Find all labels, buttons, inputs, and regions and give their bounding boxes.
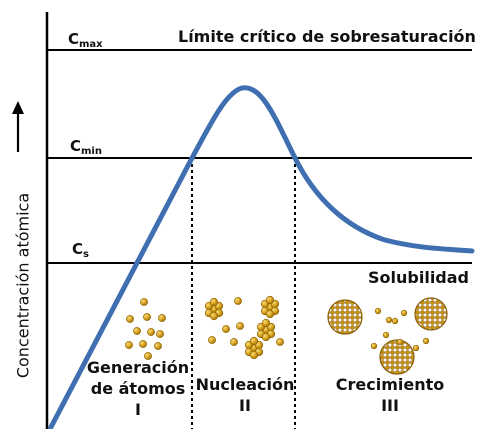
stage-1-label: Generación de átomos I <box>82 357 194 420</box>
atom-dot <box>400 309 408 317</box>
atom-dot <box>209 311 219 321</box>
stage-2-name: Nucleación <box>195 375 295 394</box>
atom-dot <box>422 337 430 345</box>
atom-dot <box>139 340 147 348</box>
stage-2-label: Nucleación II <box>192 374 298 416</box>
atom-dot <box>147 328 155 336</box>
atom-dot <box>382 331 390 339</box>
atom-dot <box>125 341 133 349</box>
atoms-nucleation <box>204 295 284 360</box>
atom-dot <box>385 316 393 324</box>
atom-dot <box>412 344 420 352</box>
concentration-curve <box>47 85 475 432</box>
atoms-growth <box>327 297 448 375</box>
stage-1-numeral: I <box>135 400 141 419</box>
atom-dot <box>249 336 259 346</box>
atom-dot <box>276 338 284 346</box>
atom-dot <box>261 332 271 342</box>
atom-dot <box>156 330 164 338</box>
solubility-label: Solubilidad <box>368 268 469 287</box>
atom-dot <box>374 307 382 315</box>
crystal-large <box>414 297 448 331</box>
atom-dot <box>236 322 244 330</box>
atom-dot <box>265 295 275 305</box>
stage-3-name: Crecimiento <box>335 375 445 394</box>
limit-label: Límite crítico de sobresaturación <box>178 27 476 46</box>
cs-label: Cs <box>72 240 89 260</box>
up-arrow-icon <box>12 101 24 152</box>
stage-1-name-line1: Generación <box>86 358 190 377</box>
atom-dot <box>370 342 378 350</box>
stage-2-numeral: II <box>239 396 251 415</box>
cmin-label: Cmin <box>70 137 102 157</box>
atom-dot <box>154 342 162 350</box>
atom-dot <box>230 338 238 346</box>
atom-dot <box>265 309 275 319</box>
crystal-large <box>379 339 415 375</box>
crystal-large <box>327 299 363 335</box>
stage-3-numeral: III <box>381 396 399 415</box>
cmax-label: Cmax <box>68 30 103 50</box>
atom-dot <box>126 315 134 323</box>
atom-dot <box>396 338 404 346</box>
atom-dot <box>143 313 151 321</box>
atom-dot <box>234 297 242 305</box>
atom-dot <box>261 318 271 328</box>
atom-dot <box>158 314 166 322</box>
atom-dot <box>208 336 216 344</box>
atom-dot <box>144 352 152 360</box>
atoms-generation <box>125 298 166 360</box>
atom-dot <box>249 350 259 360</box>
atom-dot <box>222 325 230 333</box>
atom-dot <box>133 327 141 335</box>
stage-3-label: Crecimiento III <box>330 374 450 416</box>
atom-dot <box>391 317 399 325</box>
atom-dot <box>209 297 219 307</box>
y-axis-label: Concentración atómica <box>13 192 33 379</box>
atom-dot <box>140 298 148 306</box>
stage-1-name-line2: de átomos <box>90 379 186 398</box>
